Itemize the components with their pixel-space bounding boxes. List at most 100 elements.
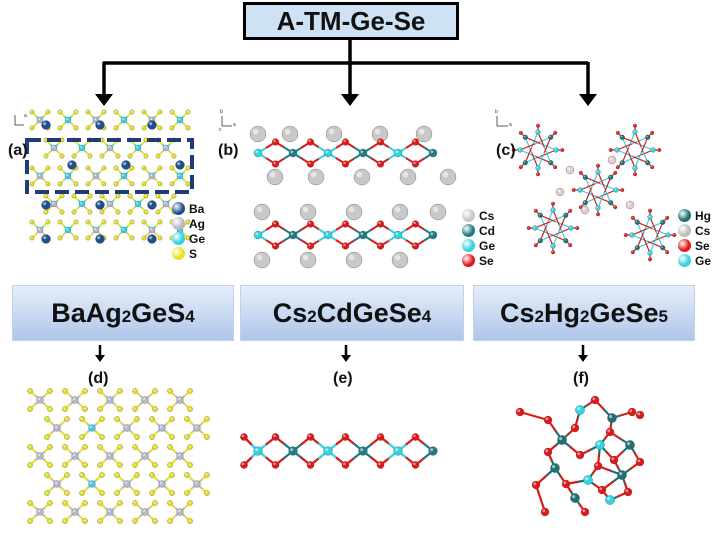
bond: [539, 224, 548, 242]
atom-se-highlight: [343, 139, 346, 143]
atom-se: [615, 165, 620, 170]
bond: [640, 136, 649, 154]
atom-s-highlight: [142, 126, 145, 129]
atom-se-highlight: [273, 161, 276, 165]
atom-s: [141, 109, 147, 115]
atom-s: [43, 153, 49, 159]
atom-node: [660, 245, 666, 251]
atom-node: [645, 134, 651, 140]
atom-s-highlight: [60, 194, 63, 197]
atom-cs-highlight: [284, 128, 291, 135]
atom-s: [71, 209, 77, 215]
atom-s-highlight: [130, 126, 133, 129]
atom-node: [595, 169, 601, 175]
atom-center-highlight: [80, 146, 83, 149]
atom-se-highlight: [614, 206, 616, 208]
atom-se: [657, 148, 662, 152]
atom-s-highlight: [58, 126, 61, 129]
atom-se-highlight: [658, 148, 660, 151]
atom-s: [149, 416, 155, 422]
atom-s: [171, 193, 177, 199]
atom-s: [115, 193, 121, 199]
atom-center-highlight: [136, 146, 139, 149]
atom-s-highlight: [118, 501, 121, 504]
atom-center-highlight: [107, 509, 111, 513]
atom-s-highlight: [156, 154, 159, 157]
atom-s: [79, 490, 85, 496]
atom-s-highlight: [128, 210, 131, 213]
bond: [524, 136, 542, 145]
atom-s-highlight: [185, 491, 188, 494]
atom-ba-highlight: [97, 122, 101, 126]
atom-s: [141, 181, 147, 187]
legend-item: Ba: [172, 201, 205, 216]
bond: [597, 192, 605, 209]
atom-s: [47, 444, 53, 450]
atom-s-highlight: [83, 445, 86, 448]
atom-s-highlight: [170, 182, 173, 185]
atom-s-highlight: [115, 417, 118, 420]
atom-s-highlight: [98, 463, 101, 466]
atom-s: [73, 235, 79, 241]
bond: [558, 214, 567, 232]
atom-center: [36, 508, 44, 516]
atom-s-highlight: [116, 154, 119, 157]
atom-center-highlight: [136, 202, 139, 205]
atom-metal: [428, 446, 438, 456]
atom-cs-highlight: [374, 128, 381, 135]
legend-ball: [678, 254, 691, 267]
atom-se: [665, 250, 670, 255]
atom-s-highlight: [80, 435, 83, 438]
atom-node: [632, 165, 638, 171]
structure-c: [511, 123, 677, 262]
atom-s-highlight: [118, 463, 121, 466]
legend-ball: [462, 209, 475, 222]
atom-metal-highlight: [395, 448, 399, 452]
legend-ball: [172, 217, 185, 230]
atom-se-highlight: [637, 412, 641, 416]
atom-s-highlight: [133, 389, 136, 392]
atom-metal: [288, 446, 298, 456]
atom-s: [143, 153, 149, 159]
atom-center: [64, 116, 72, 124]
atom-s-highlight: [130, 220, 133, 223]
atom-s-highlight: [60, 210, 63, 213]
atom-s-highlight: [114, 166, 117, 169]
atom-cs: [625, 200, 635, 210]
atom-se: [551, 201, 555, 206]
atom-s: [47, 518, 53, 524]
bond: [552, 230, 560, 247]
atom-ba-highlight: [97, 202, 101, 206]
atom-s-highlight: [118, 389, 121, 392]
atom-cs: [249, 125, 267, 143]
atom-metal: [607, 413, 617, 423]
panel-label-b: (b): [218, 142, 239, 159]
atom-s: [141, 125, 147, 131]
atom-s: [73, 109, 79, 115]
atom-cs: [565, 165, 575, 175]
atom-s: [27, 444, 33, 450]
atom-node: [537, 238, 543, 244]
atom-center-highlight: [94, 118, 97, 121]
atom-s: [97, 444, 103, 450]
atom-se-highlight: [343, 434, 346, 438]
atom-s: [169, 109, 175, 115]
atom-s-highlight: [28, 501, 31, 504]
atom-se-highlight: [533, 482, 537, 486]
atom-s: [204, 416, 210, 422]
atom-cs: [580, 205, 590, 215]
atom-s: [187, 518, 193, 524]
atom-cs: [253, 203, 271, 221]
atom-node-highlight: [630, 233, 633, 236]
atom-se-highlight: [241, 434, 245, 438]
atom-center: [141, 508, 149, 516]
atom-s-highlight: [133, 501, 136, 504]
atom-s-highlight: [86, 236, 89, 239]
atom-node-highlight: [551, 208, 554, 211]
atom-se: [376, 242, 385, 250]
atom-se-highlight: [378, 161, 381, 165]
atom-center: [36, 452, 44, 460]
atom-s-highlight: [130, 182, 133, 185]
atom-s-highlight: [98, 501, 101, 504]
